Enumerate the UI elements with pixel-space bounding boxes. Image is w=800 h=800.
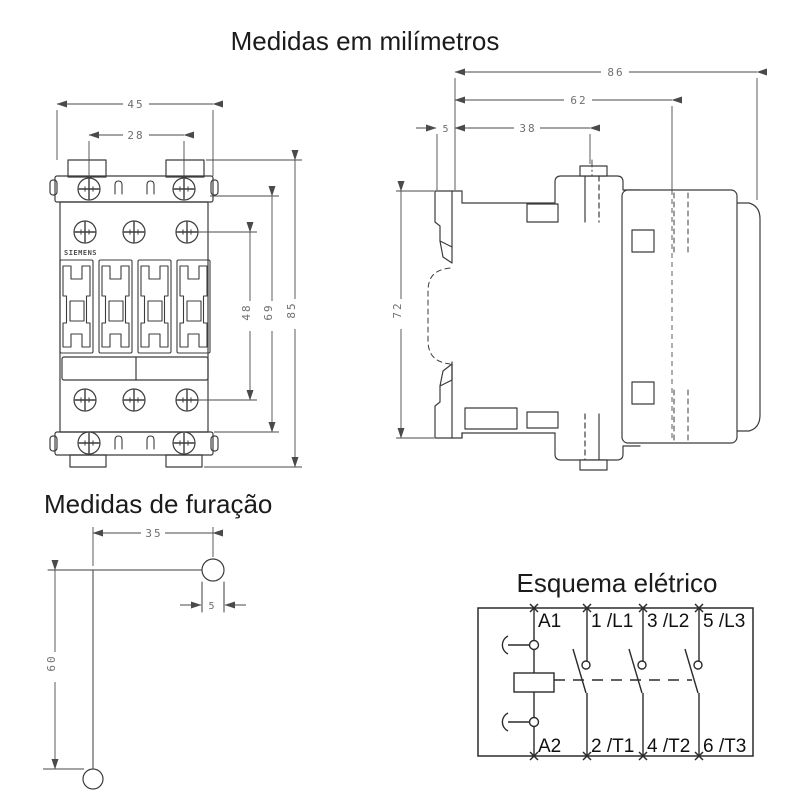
terminal-label-3l2: 3 /L2: [647, 611, 689, 632]
terminal-label-a2: A2: [538, 736, 561, 757]
front-view-drawing: SIEMENS: [49, 97, 302, 468]
side-view-drawing: 86 62 38 5 72: [391, 65, 767, 471]
dim-depth-to-rail: 62: [570, 94, 587, 107]
schematic-section-title: Esquema elétrico: [517, 568, 718, 598]
dim-overall-height: 85: [285, 301, 298, 318]
drill-pattern-dimension-labels: 35 60 5: [45, 527, 215, 672]
front-view-dimensions: [56, 97, 302, 468]
dim-hole-spacing-v: 60: [45, 654, 58, 671]
terminal-label-4t2: 4 /T2: [647, 736, 690, 757]
drill-pattern-dimensions: [43, 526, 246, 770]
terminal-label-a1: A1: [538, 611, 561, 632]
dim-hole-spacing-h: 35: [145, 527, 162, 540]
schematic-terminal-labels: A1 1 /L1 3 /L2 5 /L3 A2 2 /T1 4 /T2 6 /T…: [538, 611, 746, 757]
dim-mount-hole-width: 28: [127, 129, 144, 142]
schematic-circuit: [477, 603, 754, 761]
front-view-dimension-labels: 45 28 48 69 85: [127, 98, 298, 321]
terminal-label-2t1: 2 /T1: [591, 736, 634, 757]
brand-label: SIEMENS: [64, 249, 97, 257]
page-title: Medidas em milímetros: [231, 26, 500, 56]
front-view-pole-modules: [59, 259, 211, 354]
terminal-label-6t3: 6 /T3: [703, 736, 746, 757]
drill-section-title: Medidas de furação: [44, 489, 272, 519]
dim-overall-width: 45: [127, 98, 144, 111]
schematic-drawing: A1 1 /L1 3 /L2 5 /L3 A2 2 /T1 4 /T2 6 /T…: [477, 603, 754, 761]
dim-body-height: 69: [262, 303, 275, 320]
dim-screw-row-span: 48: [240, 303, 253, 320]
dim-rail-offset: 5: [442, 124, 449, 135]
front-view-outline: [49, 159, 219, 468]
drill-pattern-lines: [47, 558, 225, 790]
side-view-outline: [427, 159, 761, 471]
dim-overall-depth: 86: [607, 66, 624, 79]
terminal-label-5l3: 5 /L3: [703, 611, 745, 632]
drill-pattern-drawing: 35 60 5: [43, 526, 246, 790]
terminal-label-1l1: 1 /L1: [591, 611, 633, 632]
side-view-dimensions: [394, 65, 767, 441]
dim-depth-to-bolt: 38: [519, 122, 536, 135]
dim-hole-diameter: 5: [208, 601, 215, 612]
side-view-dimension-labels: 86 62 38 5 72: [391, 66, 624, 319]
dim-side-height: 72: [391, 301, 404, 318]
